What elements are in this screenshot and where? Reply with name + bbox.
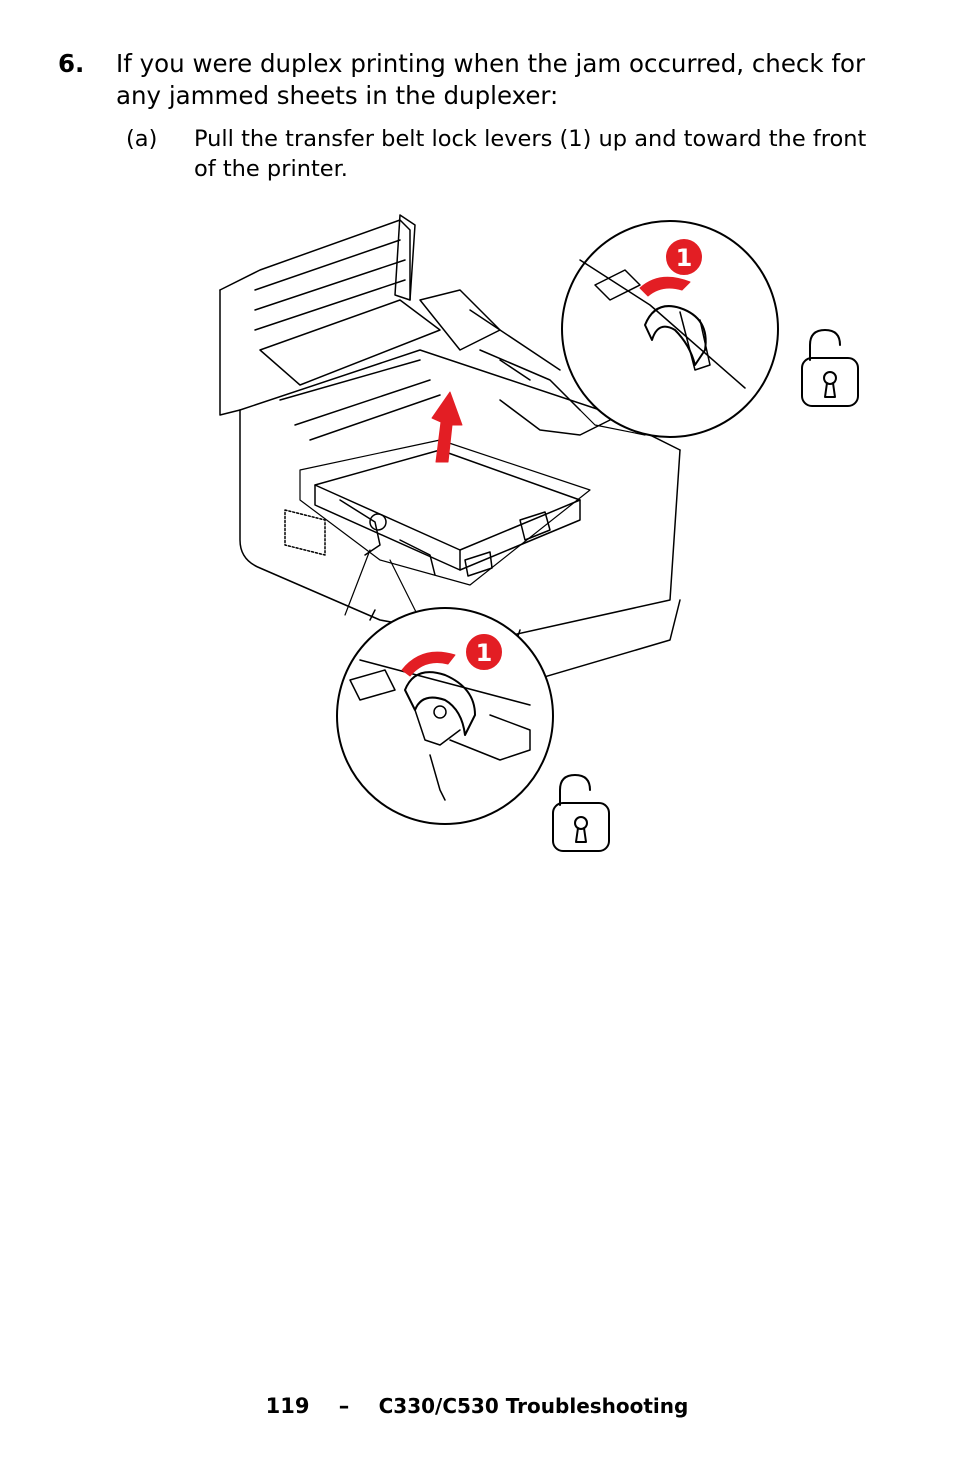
unlock-icon <box>801 329 859 407</box>
unlock-icon <box>552 774 610 852</box>
substep-label: (a) <box>126 126 158 152</box>
up-arrow-icon <box>431 391 463 463</box>
footer-title: C330/C530 Troubleshooting <box>378 1394 689 1418</box>
top-detail-inset: 1 <box>561 220 779 438</box>
step-text: If you were duplex printing when the jam… <box>116 49 866 110</box>
callout-number: 1 <box>476 639 493 667</box>
callout-number: 1 <box>676 244 693 272</box>
footer-separator: – <box>338 1394 350 1418</box>
printer-illustration: 1 1 <box>219 214 859 852</box>
page-number: 119 <box>265 1394 310 1418</box>
bottom-detail-inset: 1 <box>336 549 554 825</box>
page-footer: 119 – C330/C530 Troubleshooting <box>0 1394 954 1418</box>
substep-text: Pull the transfer belt lock levers (1) u… <box>194 126 867 182</box>
step-number: 6. <box>58 49 85 78</box>
printer-figure: 1 1 <box>200 200 880 870</box>
